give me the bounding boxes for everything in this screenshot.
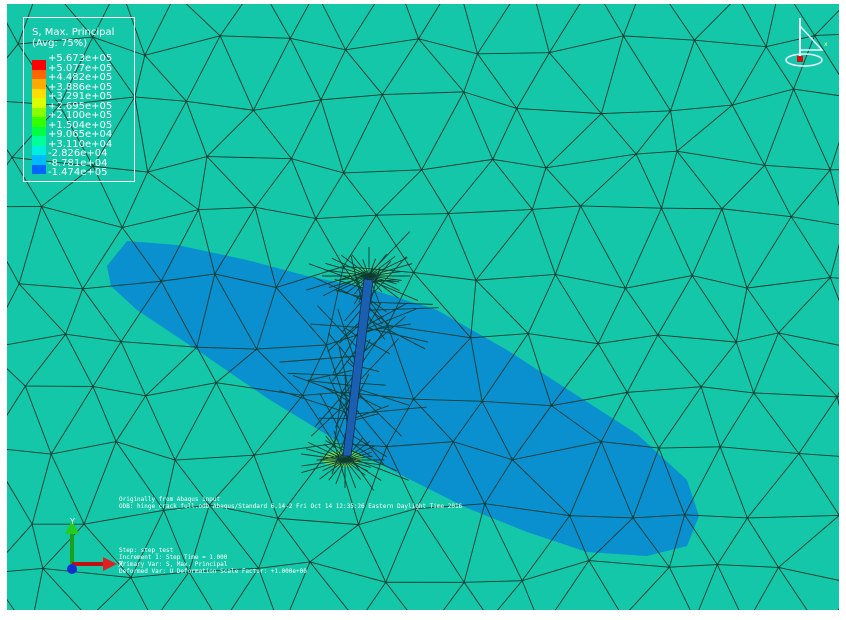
- info-origin: Originally from Abaqus input: [119, 496, 221, 503]
- svg-text:x: x: [824, 41, 828, 48]
- legend-swatch: [32, 88, 46, 98]
- legend-value: +3.110e+04: [48, 138, 113, 150]
- model-info: Originally from Abaqus input ODB: hinge_…: [119, 496, 462, 510]
- legend-swatch: [32, 117, 46, 127]
- model-canvas[interactable]: S, Max. Principal (Avg: 75%) +5.673e+05+…: [7, 4, 839, 610]
- axis-triad-icon: [65, 520, 117, 574]
- legend-swatch: [32, 79, 46, 89]
- legend-subtitle: (Avg: 75%): [32, 38, 88, 49]
- legend-swatch: [32, 60, 46, 70]
- info-deformed-var: Deformed Var: U Deformation Scale Factor…: [119, 568, 307, 575]
- legend-value: +1.504e+05: [48, 119, 113, 131]
- legend-value: -2.826e+04: [48, 148, 108, 159]
- legend-value: -1.474e+05: [48, 167, 108, 178]
- legend-value: -8.781e+04: [48, 157, 108, 169]
- legend-swatch: [32, 69, 46, 79]
- info-primary-var: Primary Var: S, Max. Principal: [119, 561, 228, 568]
- info-step: Step: step_test: [119, 547, 174, 554]
- legend-swatch: [32, 164, 46, 174]
- step-info: Step: step_test Increment 1: Step Time =…: [119, 547, 307, 575]
- info-odb: ODB: hinge_crack_full.odb Abaqus/Standar…: [119, 503, 463, 510]
- legend-value: +5.077e+05: [48, 62, 113, 74]
- legend-value: +3.291e+05: [48, 91, 113, 102]
- legend-swatch: [32, 107, 46, 117]
- legend-value: +2.695e+05: [48, 100, 113, 112]
- crack: [342, 278, 374, 457]
- legend-value: +4.482e+05: [48, 72, 113, 83]
- legend-title: S, Max. Principal: [32, 27, 115, 38]
- legend-value: +3.886e+05: [48, 81, 113, 93]
- legend-swatch: [32, 155, 46, 165]
- legend-value: +9.065e+04: [48, 129, 113, 140]
- legend-value: +2.100e+05: [48, 110, 113, 121]
- legend-color-bar: [32, 60, 46, 174]
- legend-swatch: [32, 98, 46, 108]
- y-axis-label: Y: [70, 517, 75, 526]
- legend-value: +5.673e+05: [48, 53, 113, 64]
- legend-values: +5.673e+05+5.077e+05+4.482e+05+3.886e+05…: [48, 54, 112, 178]
- info-increment: Increment 1: Step Time = 1.000: [119, 554, 228, 561]
- contour-legend: S, Max. Principal (Avg: 75%) +5.673e+05+…: [23, 17, 135, 182]
- mesh-plot[interactable]: [7, 4, 839, 610]
- legend-swatch: [32, 126, 46, 136]
- legend-swatch: [32, 136, 46, 146]
- view-compass-icon[interactable]: x: [782, 16, 834, 74]
- legend-swatch: [32, 145, 46, 155]
- x-axis-label: X: [118, 560, 124, 569]
